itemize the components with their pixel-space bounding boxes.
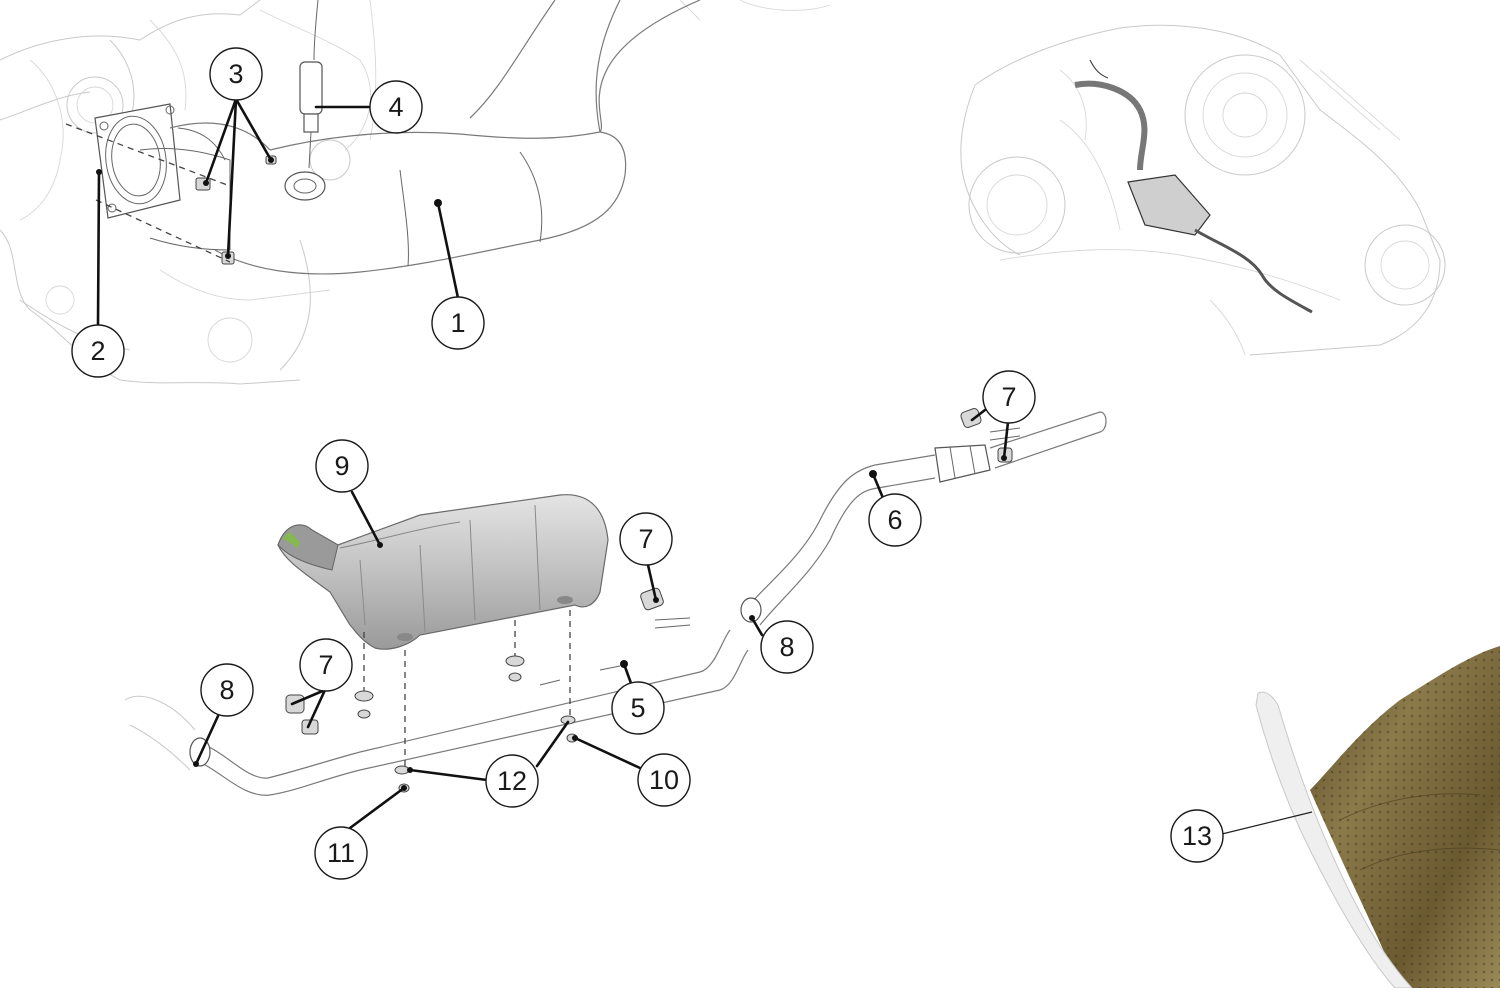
rear-pipe-assembly xyxy=(124,408,1107,796)
callout-label-7-top: 7 xyxy=(1001,382,1016,412)
insulation-photo xyxy=(1255,646,1500,989)
callout-label-13: 13 xyxy=(1182,821,1212,851)
callout-label-1: 1 xyxy=(450,308,465,338)
callout-label-9: 9 xyxy=(334,451,349,481)
callout-label-11: 11 xyxy=(327,838,355,868)
callout-label-8-left: 8 xyxy=(219,675,234,705)
vehicle-context-view xyxy=(960,24,1446,356)
callout-9: 9 xyxy=(315,439,369,493)
callout-4: 4 xyxy=(369,80,423,134)
callout-7-top: 7 xyxy=(982,370,1036,424)
callout-label-4: 4 xyxy=(388,92,403,122)
callout-12: 12 xyxy=(485,754,539,808)
callout-11: 11 xyxy=(314,826,368,880)
callout-label-12: 12 xyxy=(497,766,527,796)
callout-6: 6 xyxy=(868,493,922,547)
callout-7-middle: 7 xyxy=(619,512,673,566)
callout-8-left: 8 xyxy=(200,663,254,717)
callout-3: 3 xyxy=(209,47,263,101)
callout-label-7-left: 7 xyxy=(318,650,333,680)
leader-lines xyxy=(96,97,1313,835)
callout-label-6: 6 xyxy=(887,505,902,535)
front-pipe xyxy=(65,0,701,275)
engine-background xyxy=(0,0,831,385)
callout-2: 2 xyxy=(71,324,125,378)
callout-label-8-right: 8 xyxy=(779,632,794,662)
callout-label-2: 2 xyxy=(90,336,105,366)
callout-label-5: 5 xyxy=(630,693,645,723)
callout-5: 5 xyxy=(611,681,665,735)
callout-10: 10 xyxy=(637,753,691,807)
callout-label-3: 3 xyxy=(228,59,243,89)
callout-label-7-middle: 7 xyxy=(638,524,653,554)
callout-7-left: 7 xyxy=(299,638,353,692)
callout-1: 1 xyxy=(431,296,485,350)
callout-label-10: 10 xyxy=(649,765,679,795)
heat-shield xyxy=(277,494,609,650)
callout-13: 13 xyxy=(1170,809,1224,863)
callout-8-right: 8 xyxy=(760,620,814,674)
